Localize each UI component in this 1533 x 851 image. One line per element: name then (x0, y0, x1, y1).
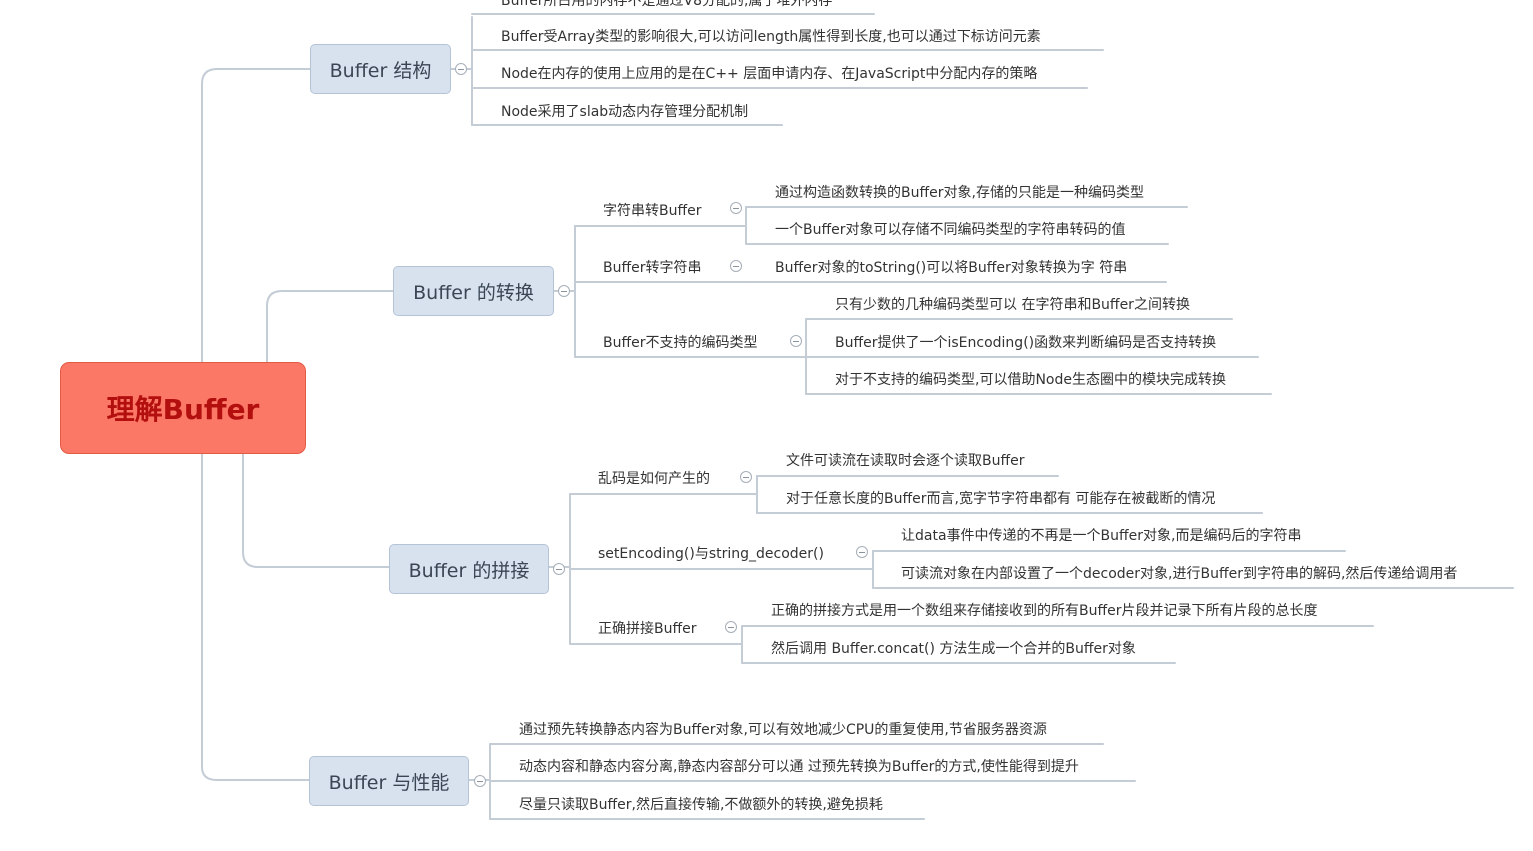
leaf-node[interactable]: 让data事件中传递的不再是一个Buffer对象,而是编码后的字符串 (901, 528, 1302, 544)
leaf-node[interactable]: 通过构造函数转换的Buffer对象,存储的只能是一种编码类型 (775, 185, 1144, 201)
leaf-node[interactable]: 正确的拼接方式是用一个数组来存储接收到的所有Buffer片段并记录下所有片段的总… (771, 603, 1318, 619)
connector-root-structure (201, 68, 311, 363)
collapse-toggle-icon[interactable] (730, 260, 742, 272)
branch-buffer-performance[interactable]: Buffer 与性能 (309, 756, 469, 806)
collapse-toggle-icon[interactable] (740, 471, 752, 483)
root-node[interactable]: 理解Buffer (60, 362, 306, 454)
collapse-toggle-icon[interactable] (474, 775, 486, 787)
collapse-toggle-icon[interactable] (725, 621, 737, 633)
collapse-toggle-icon[interactable] (856, 546, 868, 558)
leaf-node[interactable]: 一个Buffer对象可以存储不同编码类型的字符串转码的值 (775, 222, 1126, 238)
leaf-node[interactable]: 对于任意长度的Buffer而言,宽字节字符串都有 可能存在被截断的情况 (786, 491, 1216, 507)
branch-buffer-structure[interactable]: Buffer 结构 (310, 44, 451, 94)
leaf-node[interactable]: Buffer所占用的内存不是通过V8分配的,属于堆外内存 (501, 0, 833, 9)
leaf-node[interactable]: 动态内容和静态内容分离,静态内容部分可以通 过预先转换为Buffer的方式,使性… (519, 759, 1079, 775)
leaf-node[interactable]: 然后调用 Buffer.concat() 方法生成一个合并的Buffer对象 (771, 641, 1136, 657)
leaf-node[interactable]: Buffer受Array类型的影响很大,可以访问length属性得到长度,也可以… (501, 29, 1041, 45)
sub-branch-node[interactable]: setEncoding()与string_decoder() (598, 546, 824, 562)
collapse-toggle-icon[interactable] (558, 285, 570, 297)
connector-root-performance (201, 453, 310, 781)
leaf-node[interactable]: 尽量只读取Buffer,然后直接传输,不做额外的转换,避免损耗 (519, 797, 883, 813)
leaf-node[interactable]: Buffer对象的toString()可以将Buffer对象转换为字 符串 (775, 260, 1128, 276)
sub-branch-node[interactable]: Buffer不支持的编码类型 (603, 335, 758, 351)
collapse-toggle-icon[interactable] (730, 202, 742, 214)
branch-buffer-conversion[interactable]: Buffer 的转换 (393, 266, 554, 316)
leaf-node[interactable]: Node在内存的使用上应用的是在C++ 层面申请内存、在JavaScript中分… (501, 66, 1038, 82)
collapse-toggle-icon[interactable] (790, 335, 802, 347)
collapse-toggle-icon[interactable] (455, 63, 467, 75)
sub-branch-node[interactable]: Buffer转字符串 (603, 260, 702, 276)
leaf-node[interactable]: 可读流对象在内部设置了一个decoder对象,进行Buffer到字符串的解码,然… (901, 566, 1458, 582)
leaf-node[interactable]: 通过预先转换静态内容为Buffer对象,可以有效地减少CPU的重复使用,节省服务… (519, 722, 1047, 738)
leaf-node[interactable]: Buffer提供了一个isEncoding()函数来判断编码是否支持转换 (835, 335, 1217, 351)
sub-branch-node[interactable]: 正确拼接Buffer (598, 621, 697, 637)
sub-branch-node[interactable]: 字符串转Buffer (603, 203, 702, 219)
leaf-node[interactable]: 对于不支持的编码类型,可以借助Node生态圈中的模块完成转换 (835, 372, 1226, 388)
collapse-toggle-icon[interactable] (553, 563, 565, 575)
branch-buffer-concat[interactable]: Buffer 的拼接 (389, 544, 549, 594)
leaf-node[interactable]: 文件可读流在读取时会逐个读取Buffer (786, 453, 1025, 469)
sub-branch-node[interactable]: 乱码是如何产生的 (598, 471, 710, 487)
leaf-node[interactable]: Node采用了slab动态内存管理分配机制 (501, 104, 749, 120)
connector-root-concat (242, 453, 390, 568)
connector-root-conversion (266, 290, 394, 363)
leaf-node[interactable]: 只有少数的几种编码类型可以 在字符串和Buffer之间转换 (835, 297, 1190, 313)
